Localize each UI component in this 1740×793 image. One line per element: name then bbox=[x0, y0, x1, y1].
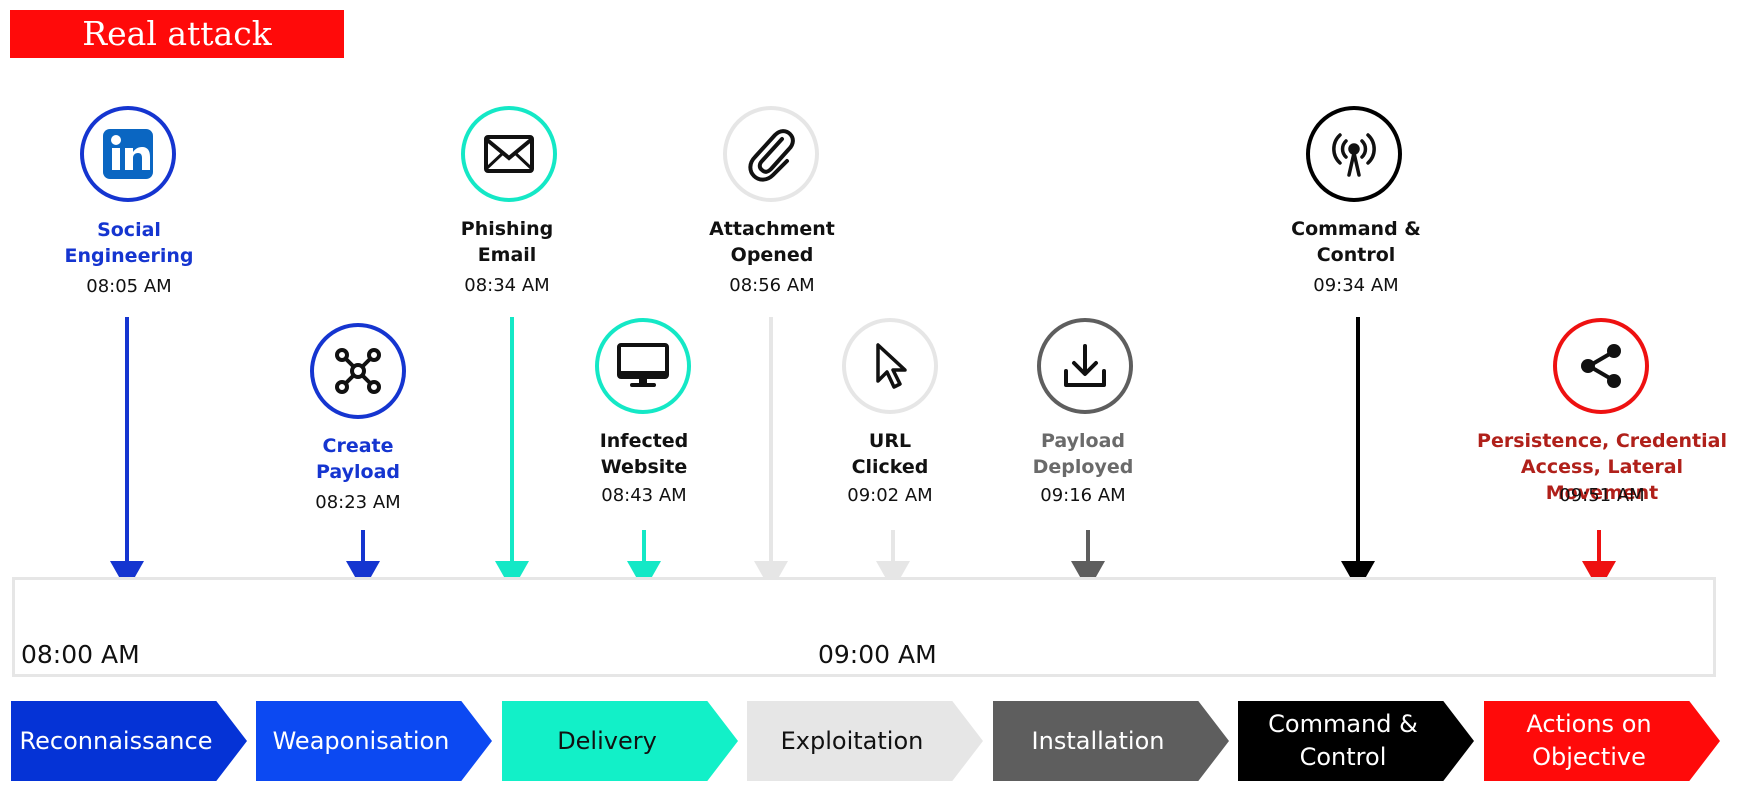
phase-installation: Installation bbox=[993, 701, 1229, 781]
event-label-command-control: Command & Control bbox=[1291, 218, 1421, 266]
phishing-email-icon-circle bbox=[461, 106, 557, 202]
phase-reconnaissance: Reconnaissance bbox=[11, 701, 247, 781]
event-time-phishing-email: 08:34 AM bbox=[464, 275, 550, 296]
social-engineering-icon-circle bbox=[80, 106, 176, 202]
cursor-icon bbox=[876, 343, 907, 389]
timeline-bar bbox=[12, 577, 1716, 677]
monitor-icon bbox=[617, 343, 669, 387]
download-icon bbox=[1064, 344, 1106, 387]
event-arrow-command-control bbox=[1338, 317, 1378, 591]
timeline-start-label: 08:00 AM bbox=[21, 640, 140, 669]
event-arrow-social-engineering bbox=[107, 317, 147, 591]
attachment-opened-icon-circle bbox=[723, 106, 819, 202]
phase-label: Command & Control bbox=[1268, 710, 1418, 771]
phase-command-control: Command & Control bbox=[1238, 701, 1474, 781]
phase-label: Installation bbox=[1031, 726, 1165, 755]
event-label-url-clicked: URL Clicked bbox=[851, 430, 929, 478]
event-label-attachment-opened: Attachment Opened bbox=[709, 218, 835, 266]
phase-actions-on-objective: Actions on Objective bbox=[1484, 701, 1720, 781]
timeline-mid-label: 09:00 AM bbox=[818, 640, 937, 669]
event-label-payload-deployed: Payload Deployed bbox=[1032, 430, 1134, 478]
page-title: Real attack example bbox=[10, 10, 344, 101]
phase-exploitation: Exploitation bbox=[747, 701, 983, 781]
phase-label: Actions on Objective bbox=[1526, 710, 1652, 771]
phase-delivery: Delivery bbox=[502, 701, 738, 781]
command-control-icon-circle bbox=[1306, 106, 1402, 202]
infected-website-icon-circle bbox=[595, 318, 691, 414]
event-label-persistence: Persistence, Credential Access, Lateral … bbox=[1477, 430, 1727, 504]
event-time-attachment-opened: 08:56 AM bbox=[729, 275, 815, 296]
event-label-create-payload: Create Payload bbox=[315, 435, 401, 483]
share-icon bbox=[1581, 344, 1621, 388]
phase-weaponisation: Weaponisation bbox=[256, 701, 492, 781]
event-time-create-payload: 08:23 AM bbox=[315, 492, 401, 513]
persistence-icon-circle bbox=[1553, 318, 1649, 414]
event-arrow-phishing-email bbox=[492, 317, 532, 591]
linkedin-icon bbox=[103, 129, 153, 179]
event-label-social-engineering: Social Engineering bbox=[64, 219, 194, 267]
event-time-persistence: 09:51 AM bbox=[1559, 485, 1645, 506]
phase-label: Weaponisation bbox=[272, 726, 450, 755]
event-time-infected-website: 08:43 AM bbox=[601, 485, 687, 506]
envelope-icon bbox=[484, 135, 534, 173]
create-payload-icon-circle bbox=[310, 323, 406, 419]
event-time-social-engineering: 08:05 AM bbox=[86, 276, 172, 297]
event-time-url-clicked: 09:02 AM bbox=[847, 485, 933, 506]
phase-label: Reconnaissance bbox=[19, 726, 213, 755]
event-label-phishing-email: Phishing Email bbox=[460, 218, 554, 266]
phase-label: Exploitation bbox=[780, 726, 924, 755]
url-clicked-icon-circle bbox=[842, 318, 938, 414]
event-time-command-control: 09:34 AM bbox=[1313, 275, 1399, 296]
payload-deployed-icon-circle bbox=[1037, 318, 1133, 414]
event-label-infected-website: Infected Website bbox=[599, 430, 689, 478]
event-arrow-attachment-opened bbox=[751, 317, 791, 591]
paperclip-icon bbox=[748, 129, 795, 182]
event-time-payload-deployed: 09:16 AM bbox=[1040, 485, 1126, 506]
network-node-icon bbox=[335, 348, 381, 394]
antenna-icon bbox=[1332, 133, 1376, 177]
phase-label: Delivery bbox=[557, 726, 657, 755]
